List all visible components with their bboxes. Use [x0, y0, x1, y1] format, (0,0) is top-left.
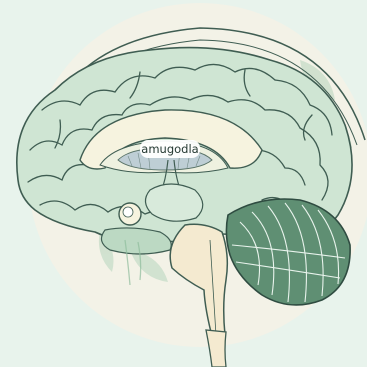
temporal-lobe — [101, 228, 171, 254]
thalamus — [145, 184, 202, 221]
amygdala-label: amugodla — [140, 140, 200, 158]
pituitary-inner — [123, 207, 133, 217]
amygdala-label-text: amugodla — [141, 142, 198, 156]
